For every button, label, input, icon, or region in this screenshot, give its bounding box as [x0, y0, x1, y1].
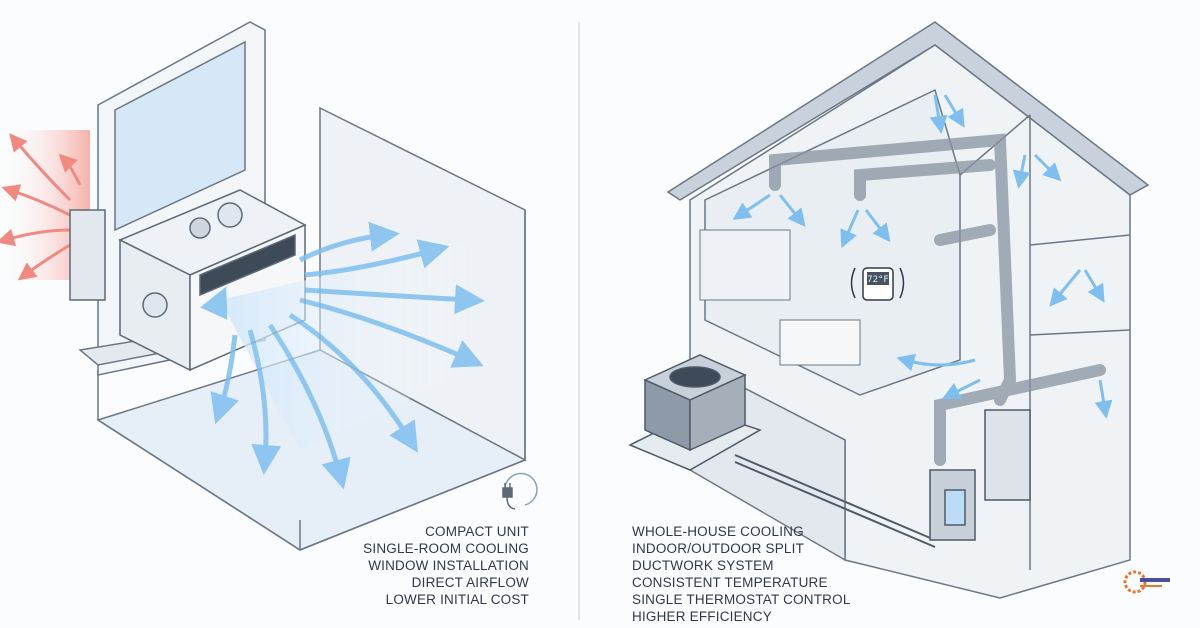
kitchen	[699, 229, 791, 301]
feature-item: INDOOR/OUTDOOR SPLIT	[632, 541, 805, 556]
feature-item: DUCTWORK SYSTEM	[632, 558, 774, 573]
refrigerant-lines	[734, 454, 936, 548]
outdoor-condenser-unit	[628, 354, 762, 471]
feature-item: WINDOW INSTALLATION	[368, 558, 529, 573]
feature-item: LOWER INITIAL COST	[385, 592, 529, 607]
window-ac-feature-list: COMPACT UNIT SINGLE-ROOM COOLING WINDOW …	[363, 523, 529, 608]
indoor-air-handler	[929, 409, 1031, 541]
feature-item: HIGHER EFFICIENCY	[632, 609, 772, 624]
sofa	[779, 319, 861, 366]
window-ac-unit	[69, 189, 307, 372]
ductwork	[769, 133, 1106, 466]
supply-air-arrows	[732, 94, 1113, 419]
brand-logo	[1123, 570, 1170, 594]
house	[666, 21, 1150, 599]
feature-item: SINGLE-ROOM COOLING	[363, 541, 529, 556]
feature-item: SINGLE THERMOSTAT CONTROL	[632, 592, 851, 607]
thermostat-display: 72°F	[867, 275, 889, 285]
feature-item: COMPACT UNIT	[425, 524, 529, 539]
thermostat: 72°F	[850, 267, 905, 301]
cool-air-arrows	[220, 221, 485, 490]
feature-item: CONSISTENT TEMPERATURE	[632, 575, 828, 590]
feature-item: DIRECT AIRFLOW	[411, 575, 529, 590]
central-ac-feature-list: WHOLE-HOUSE COOLING INDOOR/OUTDOOR SPLIT…	[632, 523, 851, 625]
feature-item: WHOLE-HOUSE COOLING	[632, 524, 804, 539]
power-plug-icon	[502, 472, 538, 510]
